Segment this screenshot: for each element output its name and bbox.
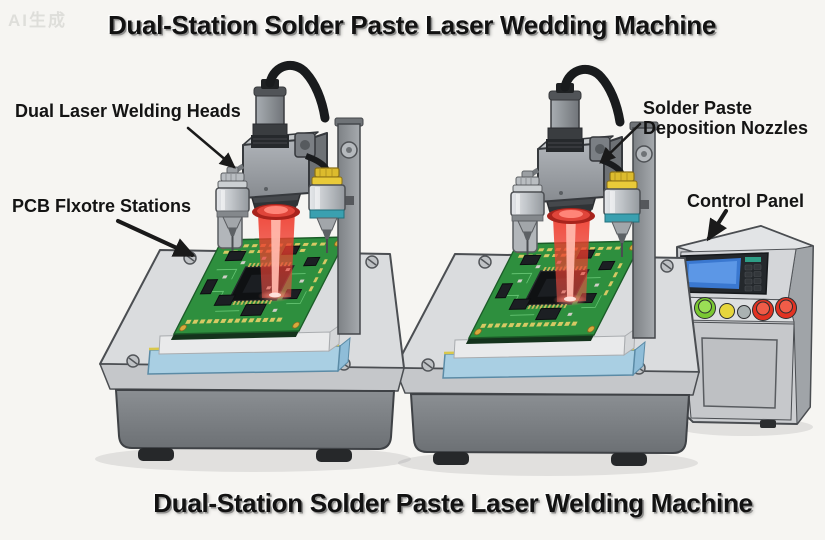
control-panel-arrow — [706, 209, 728, 242]
label-nozzles-line1: Solder Paste — [643, 98, 753, 118]
left-welding-station — [100, 65, 404, 462]
control-panel — [676, 225, 814, 428]
label-nozzles: Solder Paste Deposition Nozzles — [643, 98, 808, 138]
label-pcb-stations: PCB Flxotre Stations — [12, 196, 192, 216]
ai-watermark: AI生成 — [8, 11, 67, 30]
label-welding-heads: Dual Laser Welding Heads — [15, 101, 241, 121]
label-control-panel: Control Panel — [687, 191, 805, 211]
nozzles-arrow — [599, 122, 642, 164]
gray-button — [737, 305, 751, 319]
top-title: Dual-Station Solder Paste Laser Wedding … — [107, 10, 717, 40]
bottom-title: Dual-Station Solder Paste Laser Welding … — [153, 488, 753, 518]
annotation-arrows — [116, 122, 728, 257]
keypad — [744, 257, 762, 292]
pcb-stations-arrow — [116, 219, 196, 257]
yellow-button — [719, 303, 735, 319]
label-nozzles-line2: Deposition Nozzles — [643, 118, 809, 138]
welding-heads-arrow — [186, 126, 236, 169]
